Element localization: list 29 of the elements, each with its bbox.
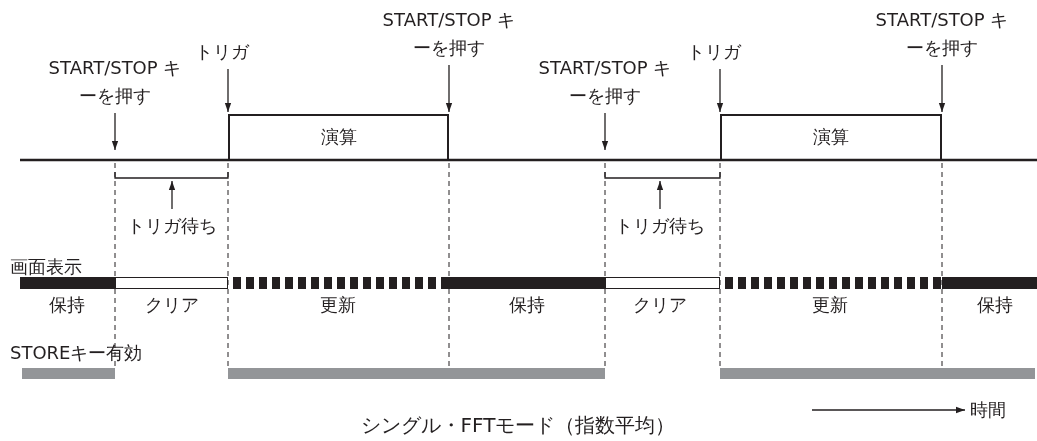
event-label: START/STOP キーを押す: [379, 6, 519, 62]
event-label: トリガ: [187, 38, 257, 66]
state-label: 更新: [320, 293, 356, 317]
arrow: [111, 112, 119, 151]
event-label: START/STOP キーを押す: [872, 6, 1012, 62]
pulse-box: 演算: [228, 114, 449, 160]
event-label: START/STOP キーを押す: [45, 54, 185, 110]
pulse-box: 演算: [720, 114, 942, 160]
arrow: [224, 68, 232, 113]
arrow: [168, 180, 176, 210]
arrow: [445, 64, 453, 113]
row-label: 画面表示: [10, 255, 82, 279]
event-label: トリガ: [679, 38, 749, 66]
wait-label: トリガ待ち: [610, 212, 710, 240]
caption: シングル・FFTモード（指数平均）: [360, 412, 676, 438]
arrow: [716, 68, 724, 113]
row-label: STOREキー有効: [10, 341, 143, 365]
arrow: [938, 64, 946, 113]
state-label: 保持: [977, 293, 1013, 317]
state-label: 更新: [812, 293, 848, 317]
arrow: [656, 180, 664, 210]
state-label: 保持: [49, 293, 85, 317]
state-label: 保持: [509, 293, 545, 317]
state-label: クリア: [145, 293, 199, 317]
event-label: START/STOP キーを押す: [535, 54, 675, 110]
state-label: クリア: [633, 293, 687, 317]
arrow: [601, 112, 609, 151]
wait-label: トリガ待ち: [122, 212, 222, 240]
axis-label: 時間: [970, 398, 1006, 422]
